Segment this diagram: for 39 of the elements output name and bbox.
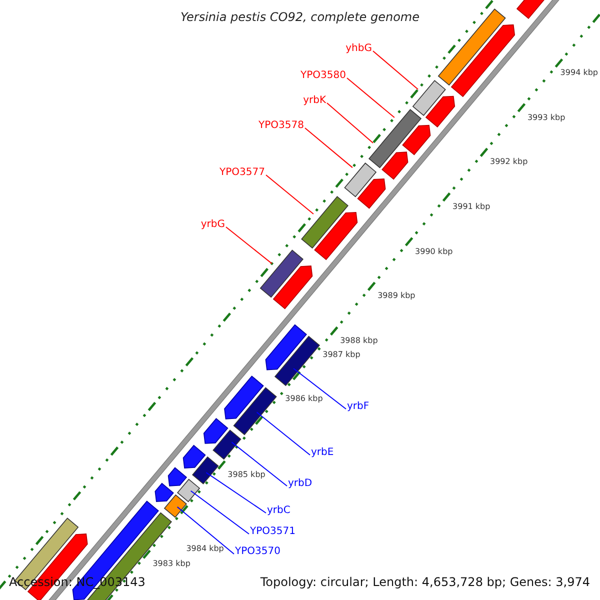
position-label: 3989 kbp [378,292,416,300]
leader-line [256,412,310,456]
accession-label: Accession: NC_003143 [9,576,146,588]
leader-line [231,442,288,486]
position-label: 3992 kbp [490,158,528,166]
gene-label: YPO3577 [220,168,265,178]
gene-label: yhbG [346,44,372,54]
gene-label: yrbD [288,479,312,489]
gene-label: YPO3570 [235,547,280,557]
position-label: 3984 kbp [186,544,224,553]
leader-line [304,128,353,168]
gene-label: yrbE [311,448,334,458]
leader-line [266,174,314,214]
gene-label: yrbK [303,96,326,106]
leader-line [206,472,266,514]
gene-label: YPO3578 [258,121,304,131]
position-label: 3983 kbp [152,560,190,568]
position-label: 3986 kbp [285,395,323,404]
position-label: 3991 kbp [452,203,490,212]
gene-label: YPO3571 [250,527,296,537]
leader-line [190,490,250,534]
position-label: 3993 kbp [527,114,566,122]
map-title: Yersinia pestis CO92, complete genome [180,11,420,23]
leader-line [326,102,374,144]
gene-label: yrbC [267,506,290,516]
position-label: 3990 kbp [415,248,453,256]
leader-line [226,226,272,264]
leader-line [346,78,395,118]
leader-line [176,506,234,554]
gene-label: YPO3580 [300,71,346,81]
leader-line [372,50,419,90]
position-label: 3994 kbp [560,69,598,78]
gene-label: yrbF [347,402,370,412]
position-label: 3985 kbp [228,470,266,479]
leader-line [293,368,346,410]
genome-stats-label: Topology: circular; Length: 4,653,728 bp; Genes: 3,974 [260,576,590,588]
gene-label: yrbG [200,220,225,230]
position-label: 3987 kbp [322,350,360,359]
position-label: 3988 kbp [340,337,378,345]
